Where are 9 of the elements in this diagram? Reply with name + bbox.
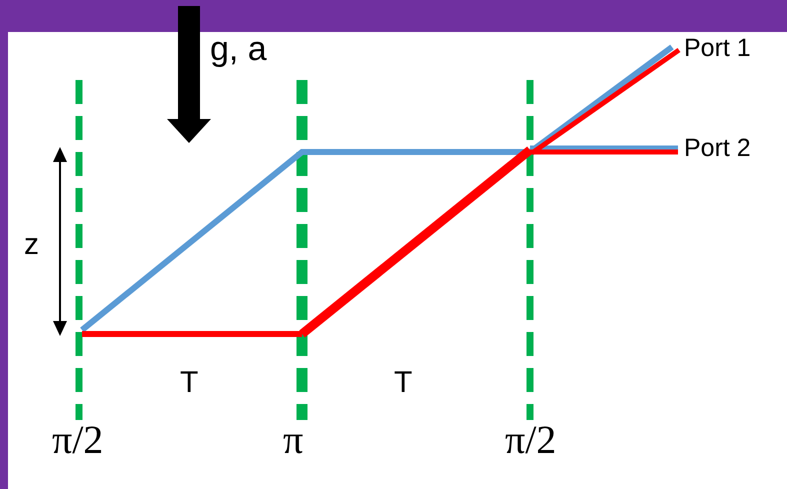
- force-label: g, a: [210, 32, 267, 66]
- port-label: Port 2: [684, 136, 751, 161]
- time-label: T: [180, 368, 198, 398]
- pulse-label: π/2: [505, 420, 556, 460]
- port-label: Port 1: [684, 36, 751, 61]
- time-label: T: [394, 368, 412, 398]
- axis-label: z: [24, 230, 39, 260]
- pulse-label: π: [283, 420, 304, 460]
- pulse-label: π/2: [52, 420, 104, 460]
